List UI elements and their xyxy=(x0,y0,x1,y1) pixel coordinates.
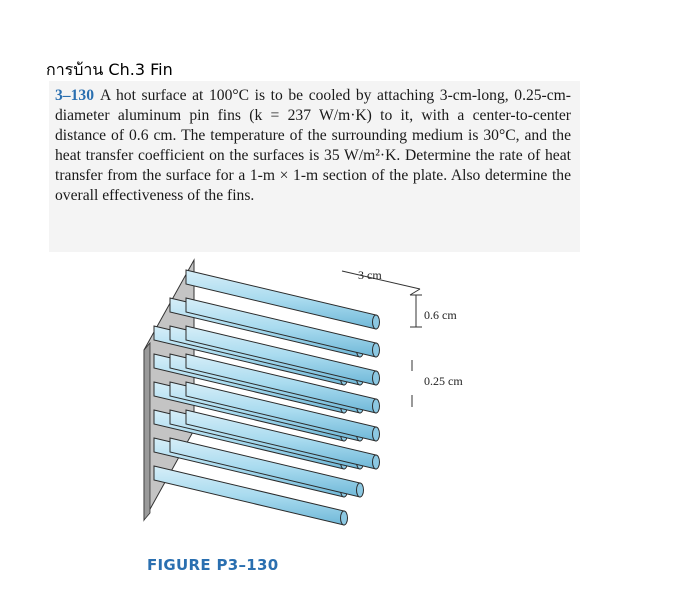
fin-array-figure: 3 cm 0.6 cm 0.25 cm xyxy=(143,258,463,526)
page-heading: การบ้าน Ch.3 Fin xyxy=(46,60,173,79)
pin-fin xyxy=(185,353,380,414)
dim-spacing-label: 0.6 cm xyxy=(424,308,457,322)
pin-fin xyxy=(185,409,380,470)
pin-fin xyxy=(185,297,380,358)
dim-length-label: 3 cm xyxy=(358,268,382,282)
base-plate-edge xyxy=(143,341,151,522)
dim-diameter-label: 0.25 cm xyxy=(424,374,463,388)
pin-fin xyxy=(185,381,380,442)
pin-fin xyxy=(185,269,380,330)
problem-panel xyxy=(49,81,580,252)
pin-fin xyxy=(153,465,348,526)
figure-caption: FIGURE P3–130 xyxy=(147,556,279,574)
pin-fin xyxy=(185,325,380,386)
problem-number: 3–130 xyxy=(55,87,94,104)
pin-fin xyxy=(169,437,364,498)
problem-text: A hot surface at 100°C is to be cooled b… xyxy=(55,87,571,204)
